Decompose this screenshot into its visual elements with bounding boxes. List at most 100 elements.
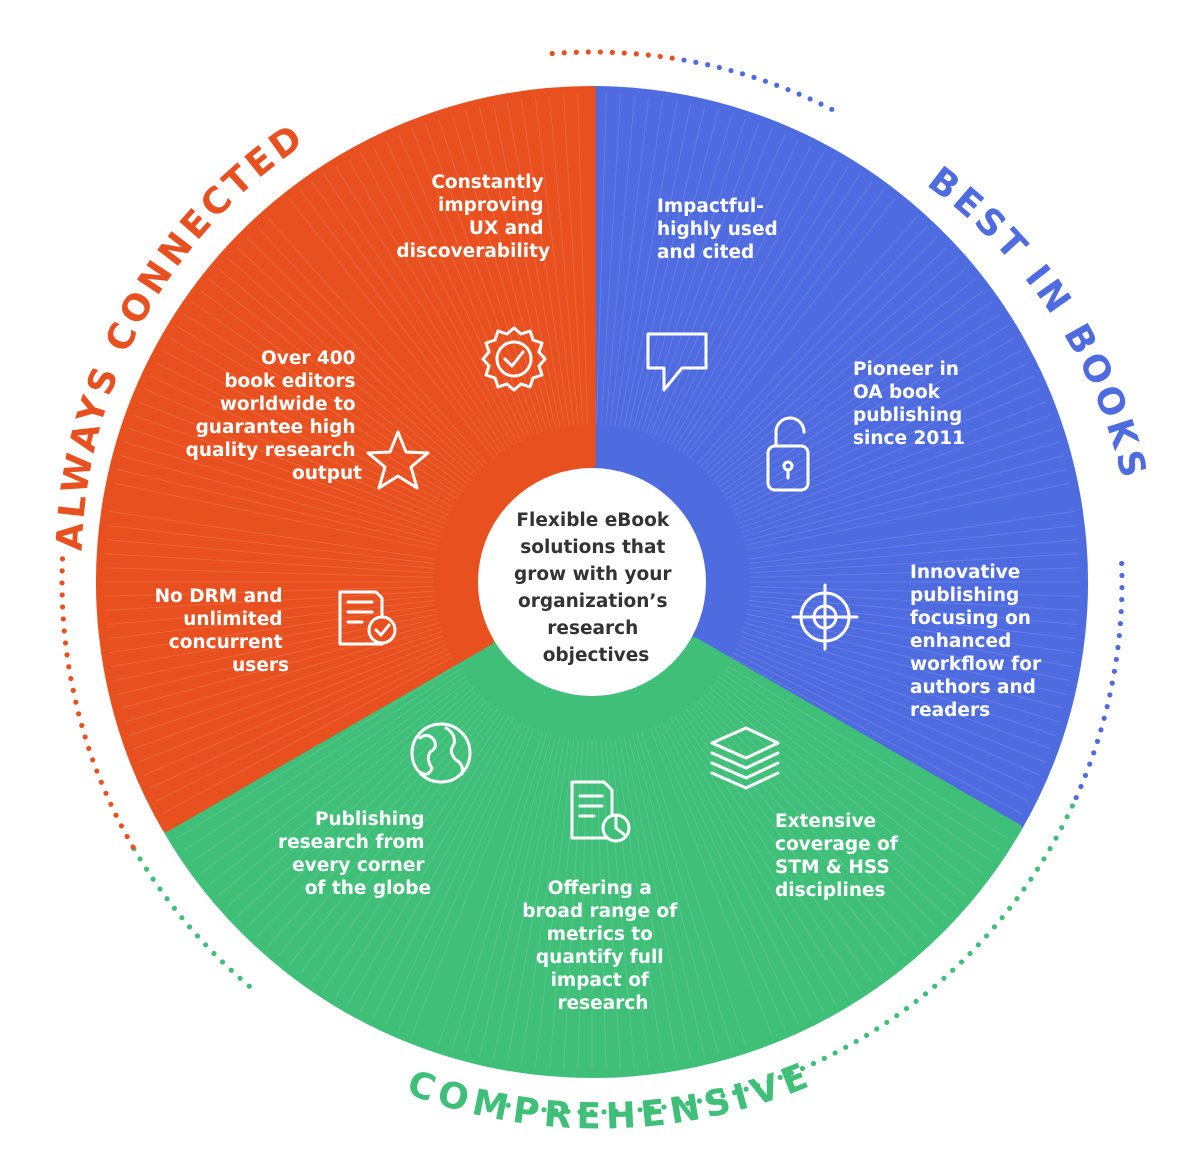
segment-ux-text: Constantly improving UX and discoverabil… [396, 172, 550, 262]
segment-texture-line [267, 699, 488, 947]
report-chart-icon [570, 780, 631, 843]
segment-texture-line [689, 198, 896, 459]
segment-texture-line [600, 739, 621, 1070]
ring-dot [1119, 572, 1125, 579]
segment-texture-line [723, 313, 1001, 496]
ring-dot [124, 833, 130, 840]
ring-dot [98, 779, 104, 785]
ring-dot [625, 1108, 631, 1114]
ring-dot [59, 568, 65, 574]
ring-dot [685, 1100, 691, 1106]
ring-dot [1078, 783, 1084, 790]
ring-dot [529, 1105, 535, 1112]
segment-texture-line [104, 567, 435, 578]
ring-dot [211, 950, 217, 957]
segment-texture-line [730, 656, 1022, 814]
ring-dot [785, 86, 791, 93]
segment-texture-line [208, 679, 469, 886]
segment-metrics-text: Offering a broad range of metrics to qua… [522, 878, 683, 1014]
segment-texture-line [746, 613, 1071, 682]
segment-texture-line [113, 482, 438, 551]
ring-dot [932, 983, 938, 989]
segment-texture-line [236, 246, 478, 474]
ring-dot [597, 49, 603, 55]
segment-texture-line [155, 362, 452, 512]
ring-dot [82, 734, 88, 740]
ring-dot [661, 1104, 667, 1110]
segment-impactful [588, 86, 913, 496]
ring-dot [113, 812, 119, 818]
segment-texture-line [748, 524, 1077, 565]
ring-dot [1116, 632, 1122, 639]
segment-texture-line [685, 708, 884, 974]
segment-pioneer-text: Pioneer in OA book publishing since 2011 [853, 359, 969, 449]
segment-texture-line [548, 95, 579, 425]
segment-texture-line [335, 166, 510, 448]
segment-texture-line [124, 441, 441, 538]
ring-dot [1034, 866, 1041, 872]
segment-line: concurrent [169, 632, 283, 653]
segment-line: publishing [910, 585, 1019, 606]
ring-dot [565, 1108, 571, 1115]
segment-texture-line [721, 301, 993, 492]
segment-texture-line [492, 103, 561, 428]
ring-dot [1091, 750, 1097, 756]
segment-texture-line [662, 145, 812, 442]
segment-texture-line [149, 375, 450, 516]
segment-texture-line [217, 267, 472, 481]
segment-innovative [690, 492, 1088, 832]
ring-dot [219, 959, 226, 965]
segment-texture-line [715, 679, 976, 886]
open-padlock-icon [766, 416, 810, 492]
segment-line: publishing [853, 405, 962, 426]
ring-dot [1117, 620, 1123, 627]
segment-texture-line [718, 675, 984, 874]
ring-dot [1041, 856, 1047, 862]
segment-texture-line [267, 217, 488, 465]
segment-drm [96, 492, 494, 832]
ring-dot [1101, 715, 1107, 721]
ring-dot [90, 757, 96, 763]
ring-dot [621, 50, 627, 56]
segment-texture-line [614, 738, 664, 1065]
segment-texture-line [479, 735, 557, 1057]
ring-dot [1047, 846, 1053, 852]
segment-texture-line [738, 401, 1046, 525]
ring-dot [541, 1107, 547, 1113]
ring-dot [79, 722, 85, 729]
ring-dot [194, 933, 201, 939]
segment-texture-line [438, 731, 543, 1046]
segment-texture-line [149, 648, 450, 789]
segment-texture-line [654, 133, 786, 438]
segment-texture-line [734, 375, 1035, 516]
segment-texture-line [246, 693, 481, 928]
ring-dot [1109, 680, 1115, 686]
ring-dot [922, 991, 929, 997]
center-line: grow with your [514, 564, 672, 585]
segment-line: focusing on [910, 608, 1031, 629]
ring-dot [108, 801, 114, 807]
segment-line: Constantly [431, 172, 543, 193]
ring-dot [1098, 727, 1104, 733]
segment-texture-line [700, 696, 928, 938]
ring-dot [863, 1032, 870, 1038]
segment-texture-line [128, 631, 443, 736]
segment-texture-line [133, 635, 444, 750]
segment-texture-line [107, 524, 436, 565]
ring-dot [573, 49, 579, 55]
segment-texture-line [246, 236, 481, 471]
ring-dot [1104, 704, 1110, 710]
segment-texture-line [674, 166, 849, 448]
ring-dot [601, 1109, 607, 1115]
segment-texture-line [670, 718, 837, 1005]
center-line: solutions that [520, 537, 665, 558]
segment-texture-line [534, 97, 575, 426]
segment-texture-line [438, 118, 543, 433]
ring-dot [696, 1098, 703, 1104]
ring-dot [1014, 896, 1020, 902]
segment-line: since 2011 [853, 428, 965, 449]
segment-texture-line [709, 257, 957, 478]
badge-check-icon [481, 326, 547, 392]
ring-dot [754, 1082, 761, 1089]
ring-dot [1115, 644, 1121, 651]
